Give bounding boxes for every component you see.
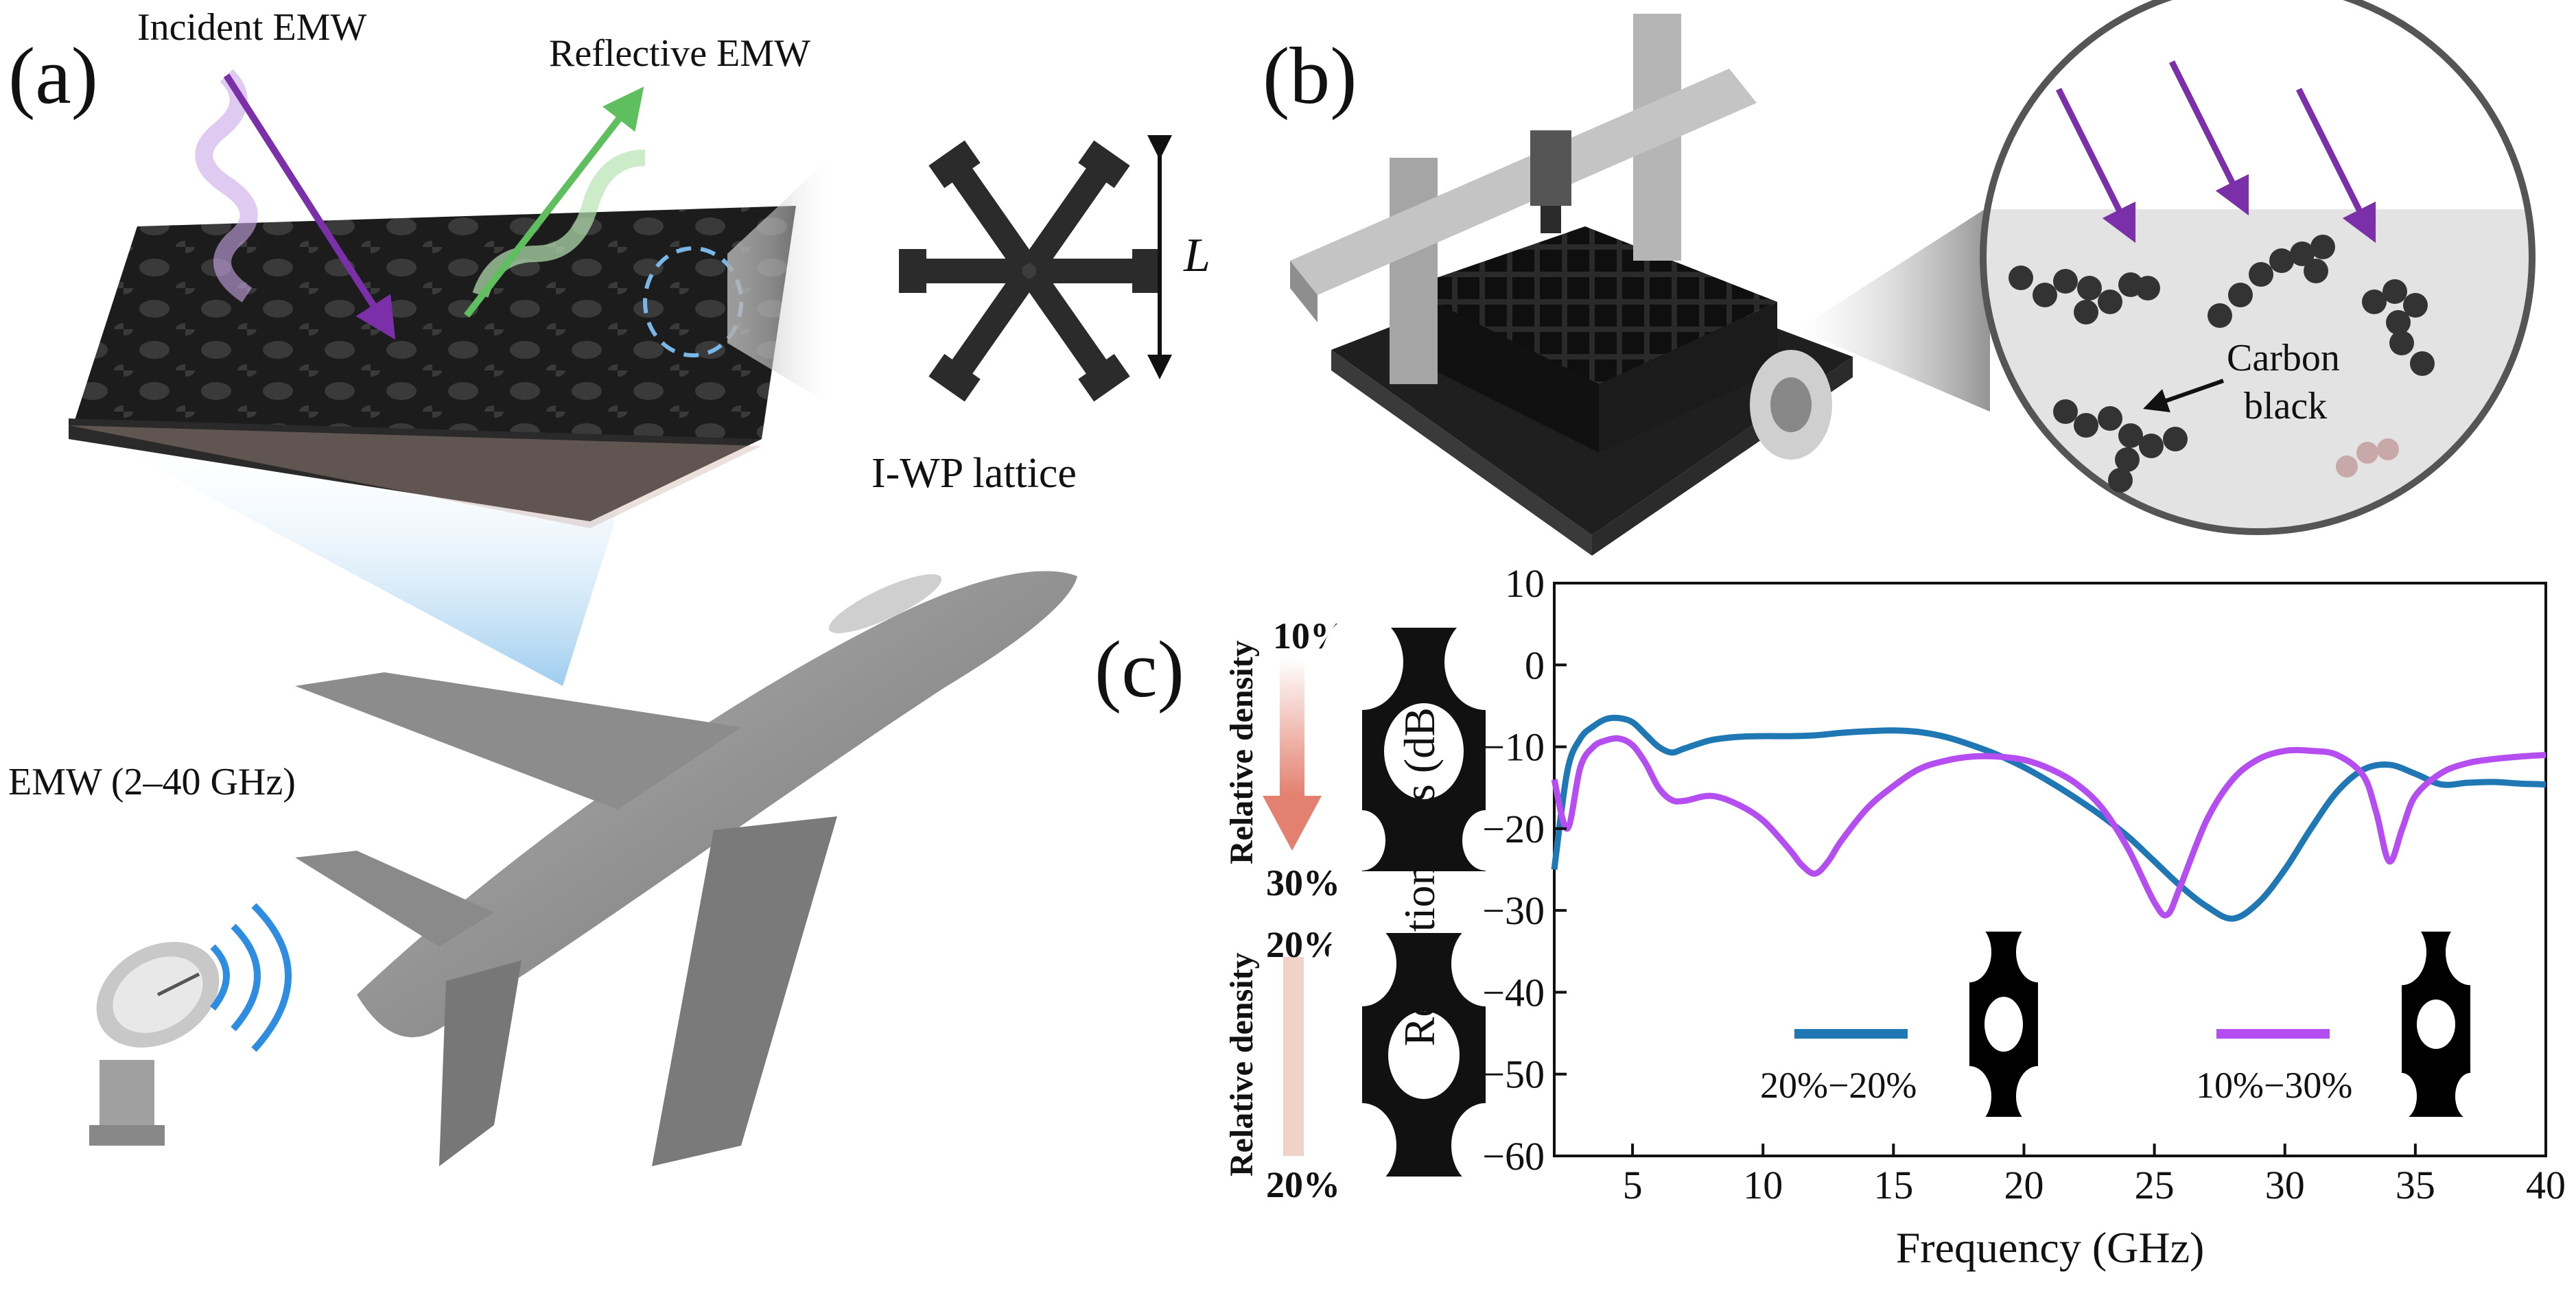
panel-b: (b) bbox=[1263, 0, 2536, 556]
uniform-bottom-label: 20% bbox=[1266, 1164, 1340, 1205]
zoom-cone-icon bbox=[727, 158, 830, 405]
y-tick-label: −30 bbox=[1482, 888, 1545, 933]
series-line-gradient bbox=[1551, 735, 2546, 919]
panel-a-letter: (a) bbox=[8, 31, 98, 121]
density-gradient-bar-icon bbox=[1280, 659, 1304, 796]
density-uniform-bar-icon bbox=[1283, 957, 1304, 1156]
emw-range-label: EMW (2–40 GHz) bbox=[8, 761, 296, 803]
y-tick-label: −40 bbox=[1482, 970, 1545, 1015]
legend-label-gradient: 10%−30% bbox=[2196, 1065, 2352, 1106]
y-tick-label: −20 bbox=[1482, 807, 1545, 851]
reflective-wave-icon bbox=[464, 86, 646, 318]
lattice-slab-icon bbox=[69, 206, 796, 528]
panel-c: (c) Relative density 10% 30% Relative de… bbox=[1094, 561, 2566, 1272]
x-tick-label: 40 bbox=[2526, 1163, 2566, 1207]
gradient-bottom-label: 30% bbox=[1266, 862, 1340, 903]
gradient-lattice-thumbnail-icon bbox=[1321, 614, 1527, 871]
y-tick-label: −10 bbox=[1482, 725, 1545, 770]
radar-signal-icon bbox=[210, 903, 292, 1052]
3d-printer-icon bbox=[1290, 14, 1853, 556]
radar-dish-icon bbox=[89, 941, 220, 1146]
panel-c-letter: (c) bbox=[1094, 624, 1184, 714]
panel-b-letter: (b) bbox=[1263, 31, 1357, 121]
y-axis-title: Reflection loss (dB) bbox=[1395, 693, 1444, 1046]
carbon-label-line1: Carbon bbox=[2227, 337, 2340, 379]
series-line-uniform bbox=[1551, 714, 2546, 922]
density-gradient-arrowhead-icon bbox=[1263, 796, 1322, 851]
carbon-black-particles-icon bbox=[2009, 235, 2435, 493]
x-tick-label: 30 bbox=[2265, 1163, 2305, 1207]
carbon-label-line2: black bbox=[2244, 385, 2327, 427]
reflection-loss-chart: 5 10 15 20 25 30 35 40 10 0 −10 −20 −30 −40 −50 −60 Fre… bbox=[1395, 561, 2566, 1272]
x-tick-label: 35 bbox=[2396, 1163, 2435, 1207]
uniform-top-label: 20% bbox=[1266, 924, 1340, 965]
incident-wave-icon bbox=[195, 69, 396, 340]
y-tick-label: 10 bbox=[1505, 561, 1545, 606]
y-tick-label: 0 bbox=[1525, 643, 1545, 687]
magnified-incident-waves-icon bbox=[2055, 60, 2376, 244]
x-tick-label: 15 bbox=[1873, 1163, 1913, 1207]
legend-gradient-lattice-icon bbox=[2377, 919, 2495, 1120]
plot-frame bbox=[1553, 582, 2547, 1157]
relative-density-label-top: Relative density bbox=[1223, 640, 1260, 864]
aircraft-icon bbox=[295, 571, 1077, 1166]
x-tick-label: 25 bbox=[2135, 1163, 2175, 1207]
reflective-emw-label: Reflective EMW bbox=[549, 32, 810, 75]
uniform-lattice-thumbnail-icon bbox=[1328, 921, 1520, 1188]
x-tick-label: 5 bbox=[1623, 1163, 1643, 1207]
length-symbol: L bbox=[1183, 229, 1210, 282]
lattice-label: I-WP lattice bbox=[871, 450, 1077, 497]
legend-label-uniform: 20%−20% bbox=[1760, 1065, 1917, 1106]
incident-emw-label: Incident EMW bbox=[137, 6, 366, 49]
y-tick-label: −50 bbox=[1482, 1052, 1545, 1097]
zoom-cone-b-icon bbox=[1798, 206, 1990, 412]
x-tick-label: 10 bbox=[1743, 1163, 1783, 1207]
carbon-black-pointer-icon bbox=[2143, 379, 2224, 413]
iwp-unit-cell-icon bbox=[899, 140, 1160, 402]
x-axis-title: Frequency (GHz) bbox=[1896, 1223, 2205, 1272]
relative-density-label-bottom: Relative density bbox=[1223, 952, 1260, 1177]
y-tick-label: −60 bbox=[1482, 1134, 1545, 1179]
legend-uniform-lattice-icon bbox=[1947, 922, 2060, 1126]
x-tick-label: 20 bbox=[2004, 1163, 2044, 1207]
panel-a: (a) Incident EMW Reflective EMW bbox=[8, 6, 1210, 1166]
